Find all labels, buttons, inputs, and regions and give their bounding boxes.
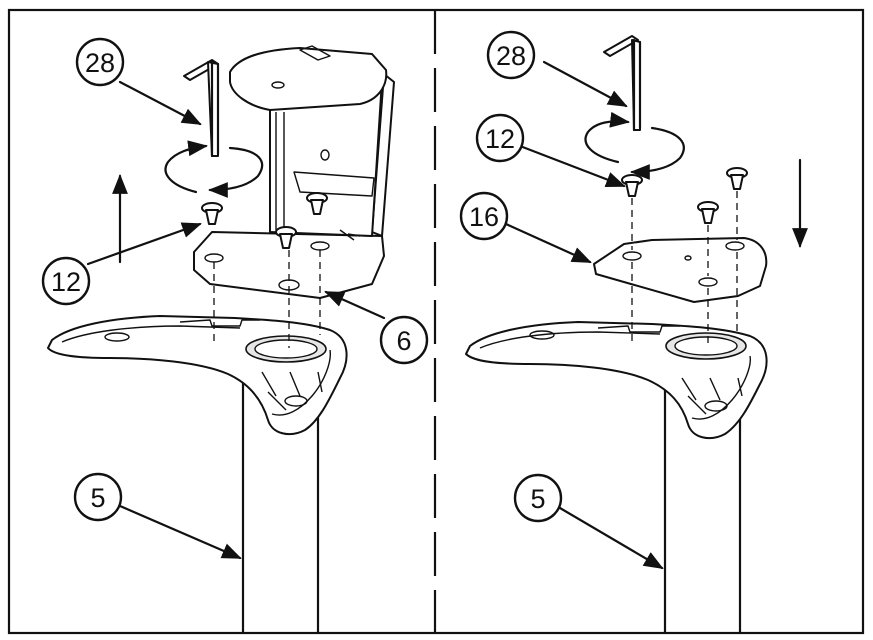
callout-28-left: 28 [75,37,125,87]
screws-left [201,192,328,249]
callout-label: 5 [90,483,105,513]
rotation-arrow-left [164,140,264,198]
alignment-lines-left [213,250,321,348]
callout-12-right: 12 [475,113,525,163]
leaders-right [504,60,664,570]
callout-label: 28 [85,48,115,78]
callout-label: 16 [469,202,499,232]
callout-28-right: 28 [486,30,536,80]
right-panel: 28 12 16 5 [459,30,808,635]
callout-5-right: 5 [513,473,563,523]
callout-6-left: 6 [379,315,429,365]
callout-5-left: 5 [73,472,123,522]
base-foot-left [47,315,348,436]
left-panel: 28 12 6 5 [41,37,429,635]
callout-label: 6 [396,326,411,356]
screws-right [621,167,748,224]
pole-right [663,388,742,635]
callout-12-left: 12 [41,256,91,306]
leaders-left [86,80,386,560]
callout-label: 12 [485,124,515,154]
hex-key-right [603,35,642,132]
alignment-lines-right [631,191,738,345]
hex-key-left [183,59,220,158]
base-foot-right [465,321,768,440]
bracket-left [193,45,395,299]
callout-label: 5 [530,484,545,514]
pole-left [241,378,320,635]
callout-label: 12 [51,267,81,297]
rotation-arrow-right [584,111,685,180]
plate-right [593,237,768,303]
callout-label: 28 [496,41,526,71]
callout-16-right: 16 [459,191,509,241]
